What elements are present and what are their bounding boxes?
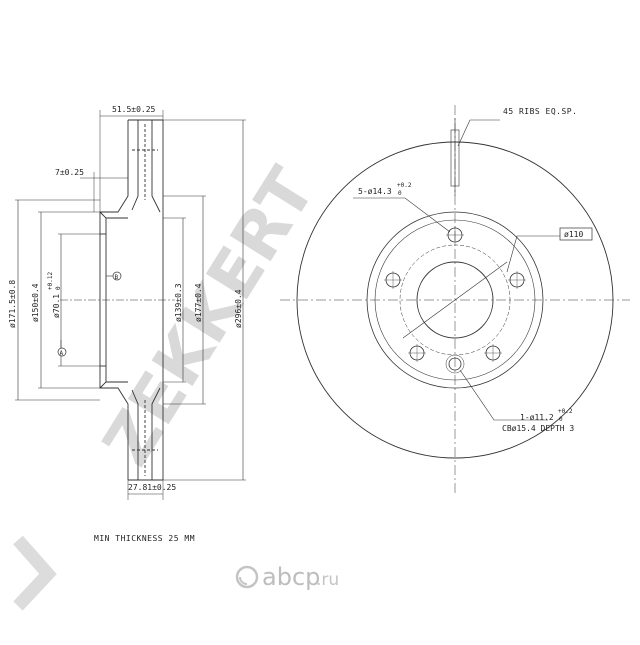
site-name: abcp [262, 563, 320, 591]
bolt-tol-lower: 0 [398, 190, 402, 197]
side-section-view [15, 110, 246, 500]
dim-d70-tol-lower: 0 [55, 286, 62, 290]
inner-face-right-top [151, 120, 161, 213]
dim-d70-tol-upper: +0.12 [47, 272, 54, 290]
brand-watermark-text: ZEKKERT [88, 155, 330, 478]
vent-channels [132, 124, 158, 476]
bolt-tol-upper: +0.2 [397, 182, 412, 189]
inner-face-left-top [131, 120, 139, 211]
site-logo-icon [235, 565, 259, 589]
bolt-holes-label: 5-ø14.3 [358, 187, 392, 196]
inner-face-left-bottom [131, 389, 139, 480]
site-watermark: abcp .ru [235, 563, 339, 591]
pcd-label-box [559, 227, 593, 241]
chevron-watermark-icon [13, 535, 57, 611]
dim-d70: ø70.1 [52, 294, 61, 318]
locator-tol-upper: +0.2 [558, 408, 573, 415]
dim-d139: ø139±0.3 [174, 283, 183, 322]
pcd-dimension-line [402, 261, 508, 339]
svg-text:A: A [60, 350, 64, 357]
ribs-leader [457, 119, 500, 147]
site-tld: .ru [316, 570, 339, 590]
datum-a-marker: A [57, 347, 67, 357]
locator-hole-label: 1-ø11.2 [520, 413, 554, 422]
locator-leader [459, 369, 548, 421]
counterbore-label: CBø15.4 DEPTH 3 [502, 424, 574, 433]
svg-text:B: B [115, 274, 119, 281]
dim-d171: ø171.5±0.8 [8, 280, 17, 328]
dim-d150: ø150±0.4 [31, 283, 40, 322]
front-view [280, 105, 630, 495]
min-thickness-note: MIN THICKNESS 25 MM [94, 534, 195, 543]
locator-counterbore [445, 354, 465, 374]
bolt-hole-leader [353, 197, 451, 233]
pcd-leader-a [506, 235, 560, 273]
pcd-label: ø110 [564, 230, 583, 239]
inner-face-right-bottom [151, 387, 161, 480]
dim-d296: ø296±0.4 [234, 289, 243, 328]
dim-hat-offset: 51.5±0.25 [112, 105, 156, 114]
locator-tol-lower: 0 [559, 416, 563, 423]
dim-d177: ø177±0.4 [194, 283, 203, 322]
datum-b-marker: B [112, 271, 122, 281]
dim-flange-thickness: 7±0.25 [55, 168, 84, 177]
dim-disc-thickness: 27.81±0.25 [128, 483, 176, 492]
ribs-note: 45 RIBS EQ.SP. [503, 107, 577, 116]
